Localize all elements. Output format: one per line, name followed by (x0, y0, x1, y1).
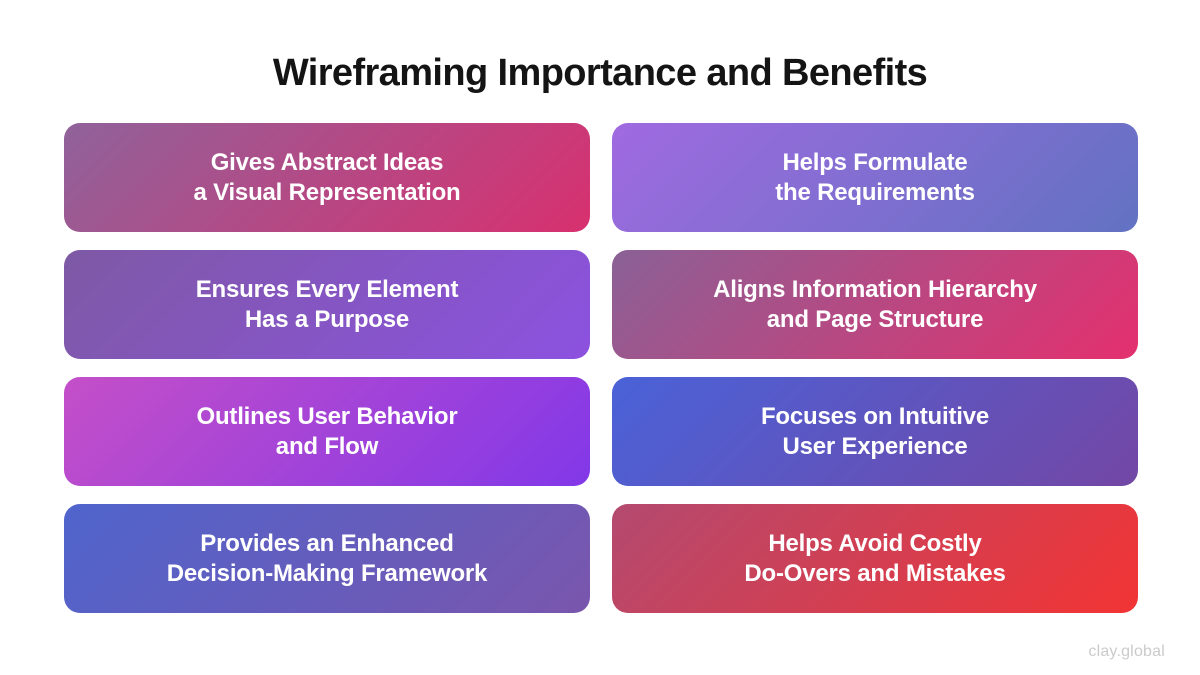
benefit-card-line2: User Experience (782, 432, 968, 460)
benefit-card-line2: Decision-Making Framework (166, 559, 488, 587)
benefit-card-line1: Outlines User Behavior (196, 402, 458, 430)
benefit-card-line1: Aligns Information Hierarchy (713, 275, 1037, 303)
benefit-card-line2: and Flow (275, 432, 379, 460)
benefit-card-decision-framework: Provides an Enhanced Decision-Making Fra… (64, 504, 590, 613)
benefit-card-line1: Ensures Every Element (195, 275, 459, 303)
brand-watermark: clay.global (1088, 643, 1165, 660)
benefit-card-avoid-do-overs: Helps Avoid Costly Do-Overs and Mistakes (612, 504, 1138, 613)
benefit-card-gives-abstract-ideas: Gives Abstract Ideas a Visual Representa… (64, 123, 590, 232)
benefit-card-line1: Helps Formulate (782, 148, 968, 176)
benefit-card-line1: Provides an Enhanced (200, 529, 454, 557)
benefit-card-line2: the Requirements (775, 178, 975, 206)
benefit-card-outlines-user-behavior: Outlines User Behavior and Flow (64, 377, 590, 486)
benefit-card-line1: Helps Avoid Costly (768, 529, 982, 557)
benefit-card-line2: and Page Structure (766, 305, 984, 333)
benefit-card-line1: Focuses on Intuitive (760, 402, 990, 430)
benefit-card-line2: Do-Overs and Mistakes (744, 559, 1006, 587)
benefits-grid: Gives Abstract Ideas a Visual Representa… (64, 123, 1138, 613)
benefit-card-line2: Has a Purpose (244, 305, 410, 333)
benefit-card-line2: a Visual Representation (193, 178, 461, 206)
benefit-card-helps-formulate: Helps Formulate the Requirements (612, 123, 1138, 232)
page-title: Wireframing Importance and Benefits (272, 52, 928, 94)
benefit-card-line1: Gives Abstract Ideas (210, 148, 444, 176)
benefit-card-intuitive-ux: Focuses on Intuitive User Experience (612, 377, 1138, 486)
benefit-card-every-element-purpose: Ensures Every Element Has a Purpose (64, 250, 590, 359)
benefit-card-aligns-hierarchy: Aligns Information Hierarchy and Page St… (612, 250, 1138, 359)
